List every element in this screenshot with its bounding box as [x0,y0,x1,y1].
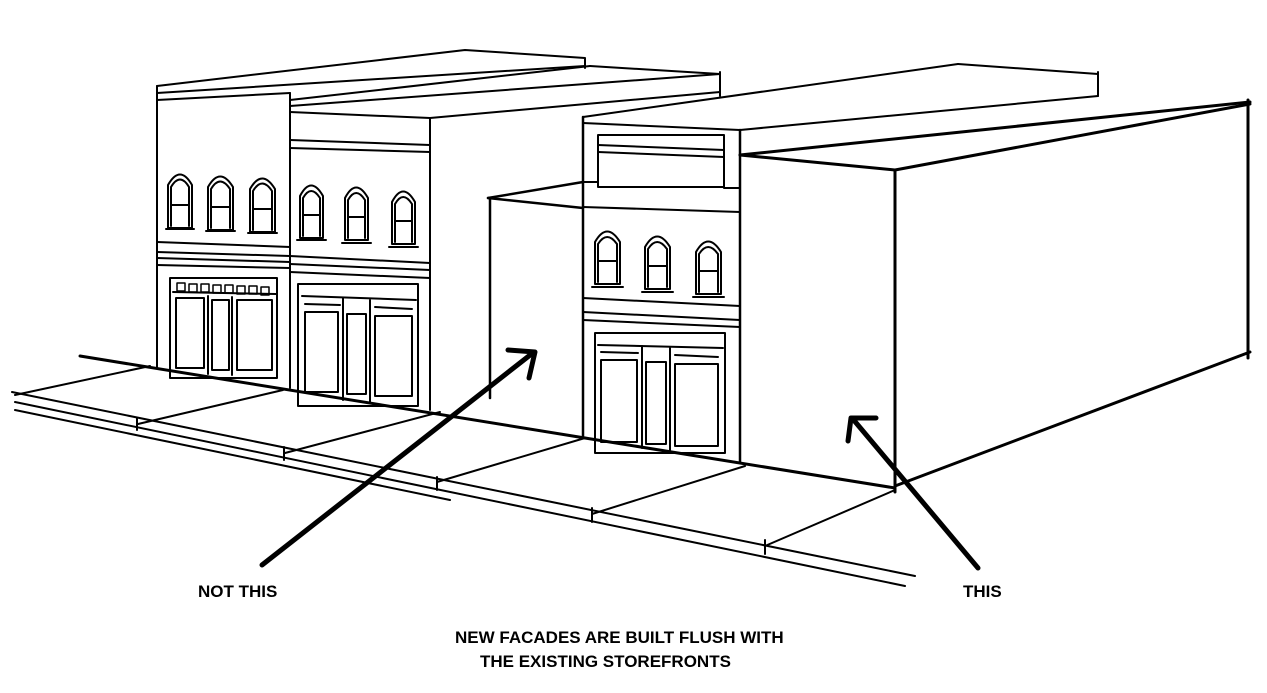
caption-line-1: NEW FACADES ARE BUILT FLUSH WITH [455,628,784,647]
right-storefront-building [581,63,1099,465]
left-building-2 [289,65,721,411]
new-flush-facade [738,98,1252,494]
label-not-this: NOT THIS [198,582,277,601]
left-building-1 [156,49,586,389]
arrow-this [845,415,981,571]
arrow-not-this [259,347,538,568]
recessed-facade [486,180,585,400]
caption-line-2: THE EXISTING STOREFRONTS [480,652,731,671]
label-this: THIS [963,582,1002,601]
sidewalk [11,354,916,587]
